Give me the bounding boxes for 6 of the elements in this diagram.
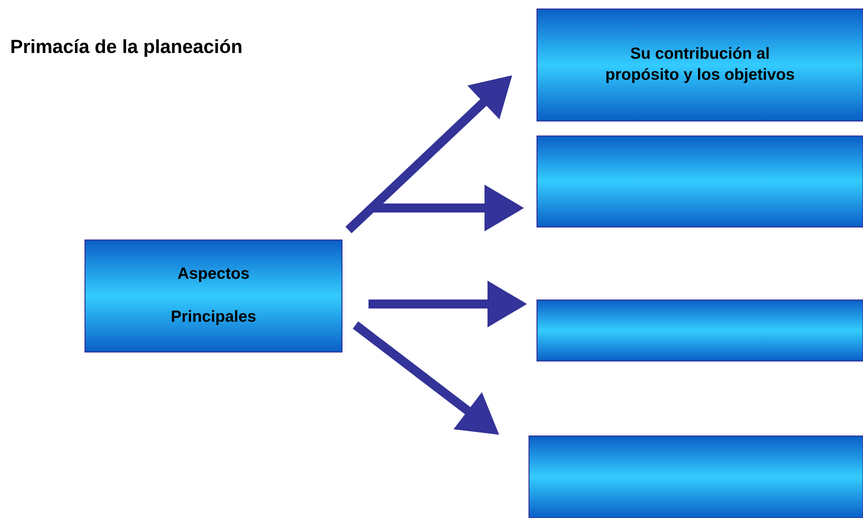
process-box [528,436,863,518]
title: Primacía de la planeación [11,39,242,57]
process-box [536,300,863,362]
process-box [536,136,863,228]
process-box: Aspectos Principales [84,240,342,352]
process-box: Su contribución al propósito y los objetivos [536,8,863,122]
